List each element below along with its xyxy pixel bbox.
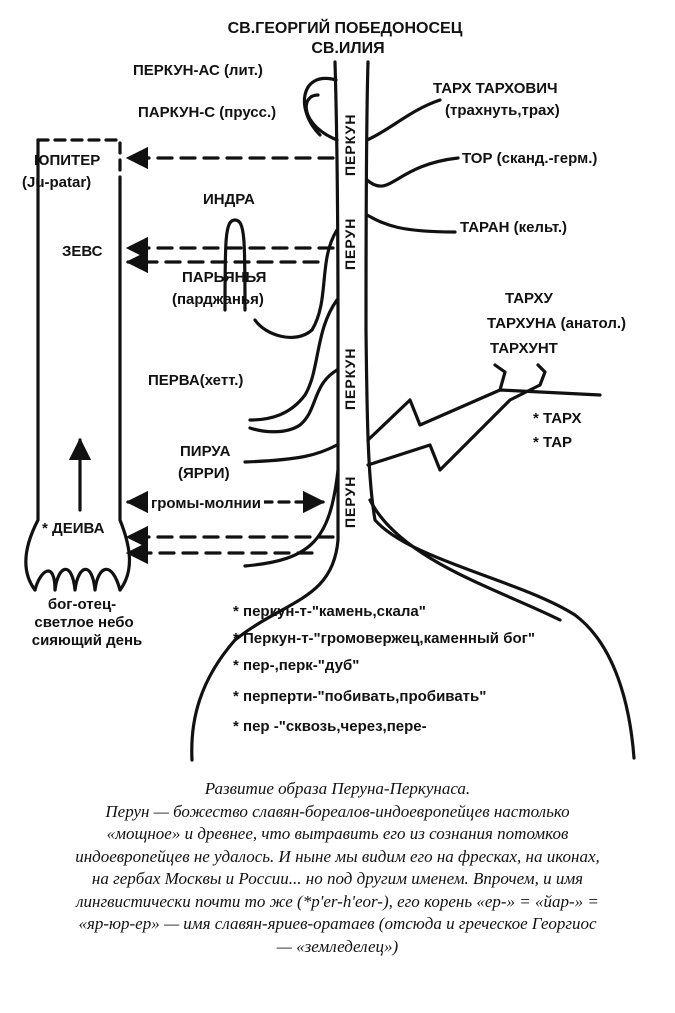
label-pirua-note: (ЯРРИ) bbox=[178, 465, 230, 482]
trunk-label-perkun-1: ПЕРКУН bbox=[342, 113, 358, 176]
branch-parjanya bbox=[253, 228, 339, 340]
label-thunder: громы-молнии bbox=[148, 495, 264, 513]
title-st-elijah: СВ.ИЛИЯ bbox=[311, 40, 385, 57]
branch-perva-lower bbox=[248, 368, 339, 434]
branch-perkun-as bbox=[302, 76, 338, 137]
perun-diagram bbox=[24, 60, 636, 762]
indra-loop bbox=[223, 218, 247, 312]
label-tarkhu: ТАРХУ bbox=[505, 290, 553, 307]
trunk-label-perun-2: ПЕРУН bbox=[342, 475, 358, 528]
root-item: * перкун-т-"камень,скала" bbox=[233, 603, 426, 620]
label-parjanya: ПАРЬЯНЬЯ bbox=[182, 269, 267, 286]
label-tarkh-tarkhovich: ТАРХ ТАРХОВИЧ bbox=[433, 80, 558, 97]
label-taran: ТАРАН (кельт.) bbox=[460, 219, 568, 236]
label-zeus: ЗЕВС bbox=[62, 243, 103, 260]
label-bright-sky: светлое небо bbox=[34, 614, 134, 631]
branch-tor bbox=[365, 156, 460, 188]
root-item: * Перкун-т-"громовержец,каменный бог" bbox=[233, 630, 535, 647]
label-pirua: ПИРУА bbox=[180, 443, 231, 460]
caption-line: «мощное» и древнее, что вытравить его из… bbox=[106, 824, 569, 843]
label-tarkh-note: (трахнуть,трах) bbox=[445, 102, 560, 119]
label-tor: ТОР (сканд.-герм.) bbox=[462, 150, 598, 167]
title-st-george: СВ.ГЕОРГИЙ ПОБЕДОНОСЕЦ bbox=[227, 20, 463, 37]
branch-tarkhu-lightning bbox=[366, 363, 602, 442]
label-parjanya-note: (парджанья) bbox=[172, 291, 264, 308]
caption-title: Развитие образа Перуна-Перкунаса. bbox=[204, 779, 471, 798]
branch-tarkhu-fork bbox=[366, 363, 547, 472]
label-perva: ПЕРВА(хетт.) bbox=[148, 372, 244, 389]
branch-pirua-lower bbox=[243, 468, 340, 568]
pillar-left-edge bbox=[24, 138, 40, 592]
root-item: * пер-,перк-"дуб" bbox=[233, 657, 360, 674]
branch-pirua bbox=[243, 443, 339, 464]
label-shining-day: сияющий день bbox=[31, 632, 143, 649]
branch-perva bbox=[248, 298, 339, 422]
label-tar: * ТАР bbox=[533, 434, 573, 451]
label-god-father: бог-отец- bbox=[47, 596, 117, 613]
label-deiva: * ДЕИВА bbox=[42, 520, 105, 537]
branch-lower-right bbox=[368, 498, 562, 622]
trunk-label-perun-1: ПЕРУН bbox=[342, 217, 358, 270]
caption-line: индоевропейцев не удалось. И ныне мы вид… bbox=[75, 846, 600, 866]
caption-line: лингвистически почти то же (*p'er-h'eor-… bbox=[76, 891, 599, 911]
label-tarkhuna: ТАРХУНА (анатол.) bbox=[487, 315, 627, 332]
branch-parkun-s bbox=[304, 93, 339, 142]
label-perkun-as: ПЕРКУН-АС (лит.) bbox=[133, 62, 263, 79]
trunk-label-perkun-2: ПЕРКУН bbox=[342, 347, 358, 410]
root-item: * перперти-"побивать,пробивать" bbox=[233, 688, 487, 705]
label-indra: ИНДРА bbox=[203, 191, 255, 208]
trunk-right-edge bbox=[364, 60, 636, 760]
branch-taran bbox=[365, 213, 457, 234]
root-item: * пер -"сквозь,через,пере- bbox=[233, 718, 427, 735]
label-jupiter-note: (Ju-patar) bbox=[22, 174, 92, 191]
label-jupiter: ЮПИТЕР bbox=[34, 152, 101, 169]
pillar-flame-base bbox=[33, 567, 122, 592]
label-tarkhunt: ТАРХУНТ bbox=[490, 340, 558, 357]
label-tarkh: * ТАРХ bbox=[533, 410, 582, 427]
pillar-dashed-outline bbox=[36, 138, 122, 190]
caption-line: на гербах Москвы и России... но под друг… bbox=[91, 869, 584, 888]
caption-line: — «земледелец») bbox=[276, 936, 399, 956]
caption-line: Перун — божество славян-бореалов-индоевр… bbox=[105, 801, 570, 821]
trunk-left-edge bbox=[190, 60, 340, 762]
label-parkun-s: ПАРКУН-С (прусс.) bbox=[138, 104, 277, 121]
pillar-right-edge bbox=[118, 186, 132, 592]
figure-caption: Развитие образа Перуна-Перкунаса. Перун … bbox=[0, 778, 675, 958]
branch-tarkh-tarkhovich bbox=[365, 98, 442, 142]
caption-line: «яр-юр-ер» — имя славян-яриев-оратаев (о… bbox=[78, 914, 597, 933]
